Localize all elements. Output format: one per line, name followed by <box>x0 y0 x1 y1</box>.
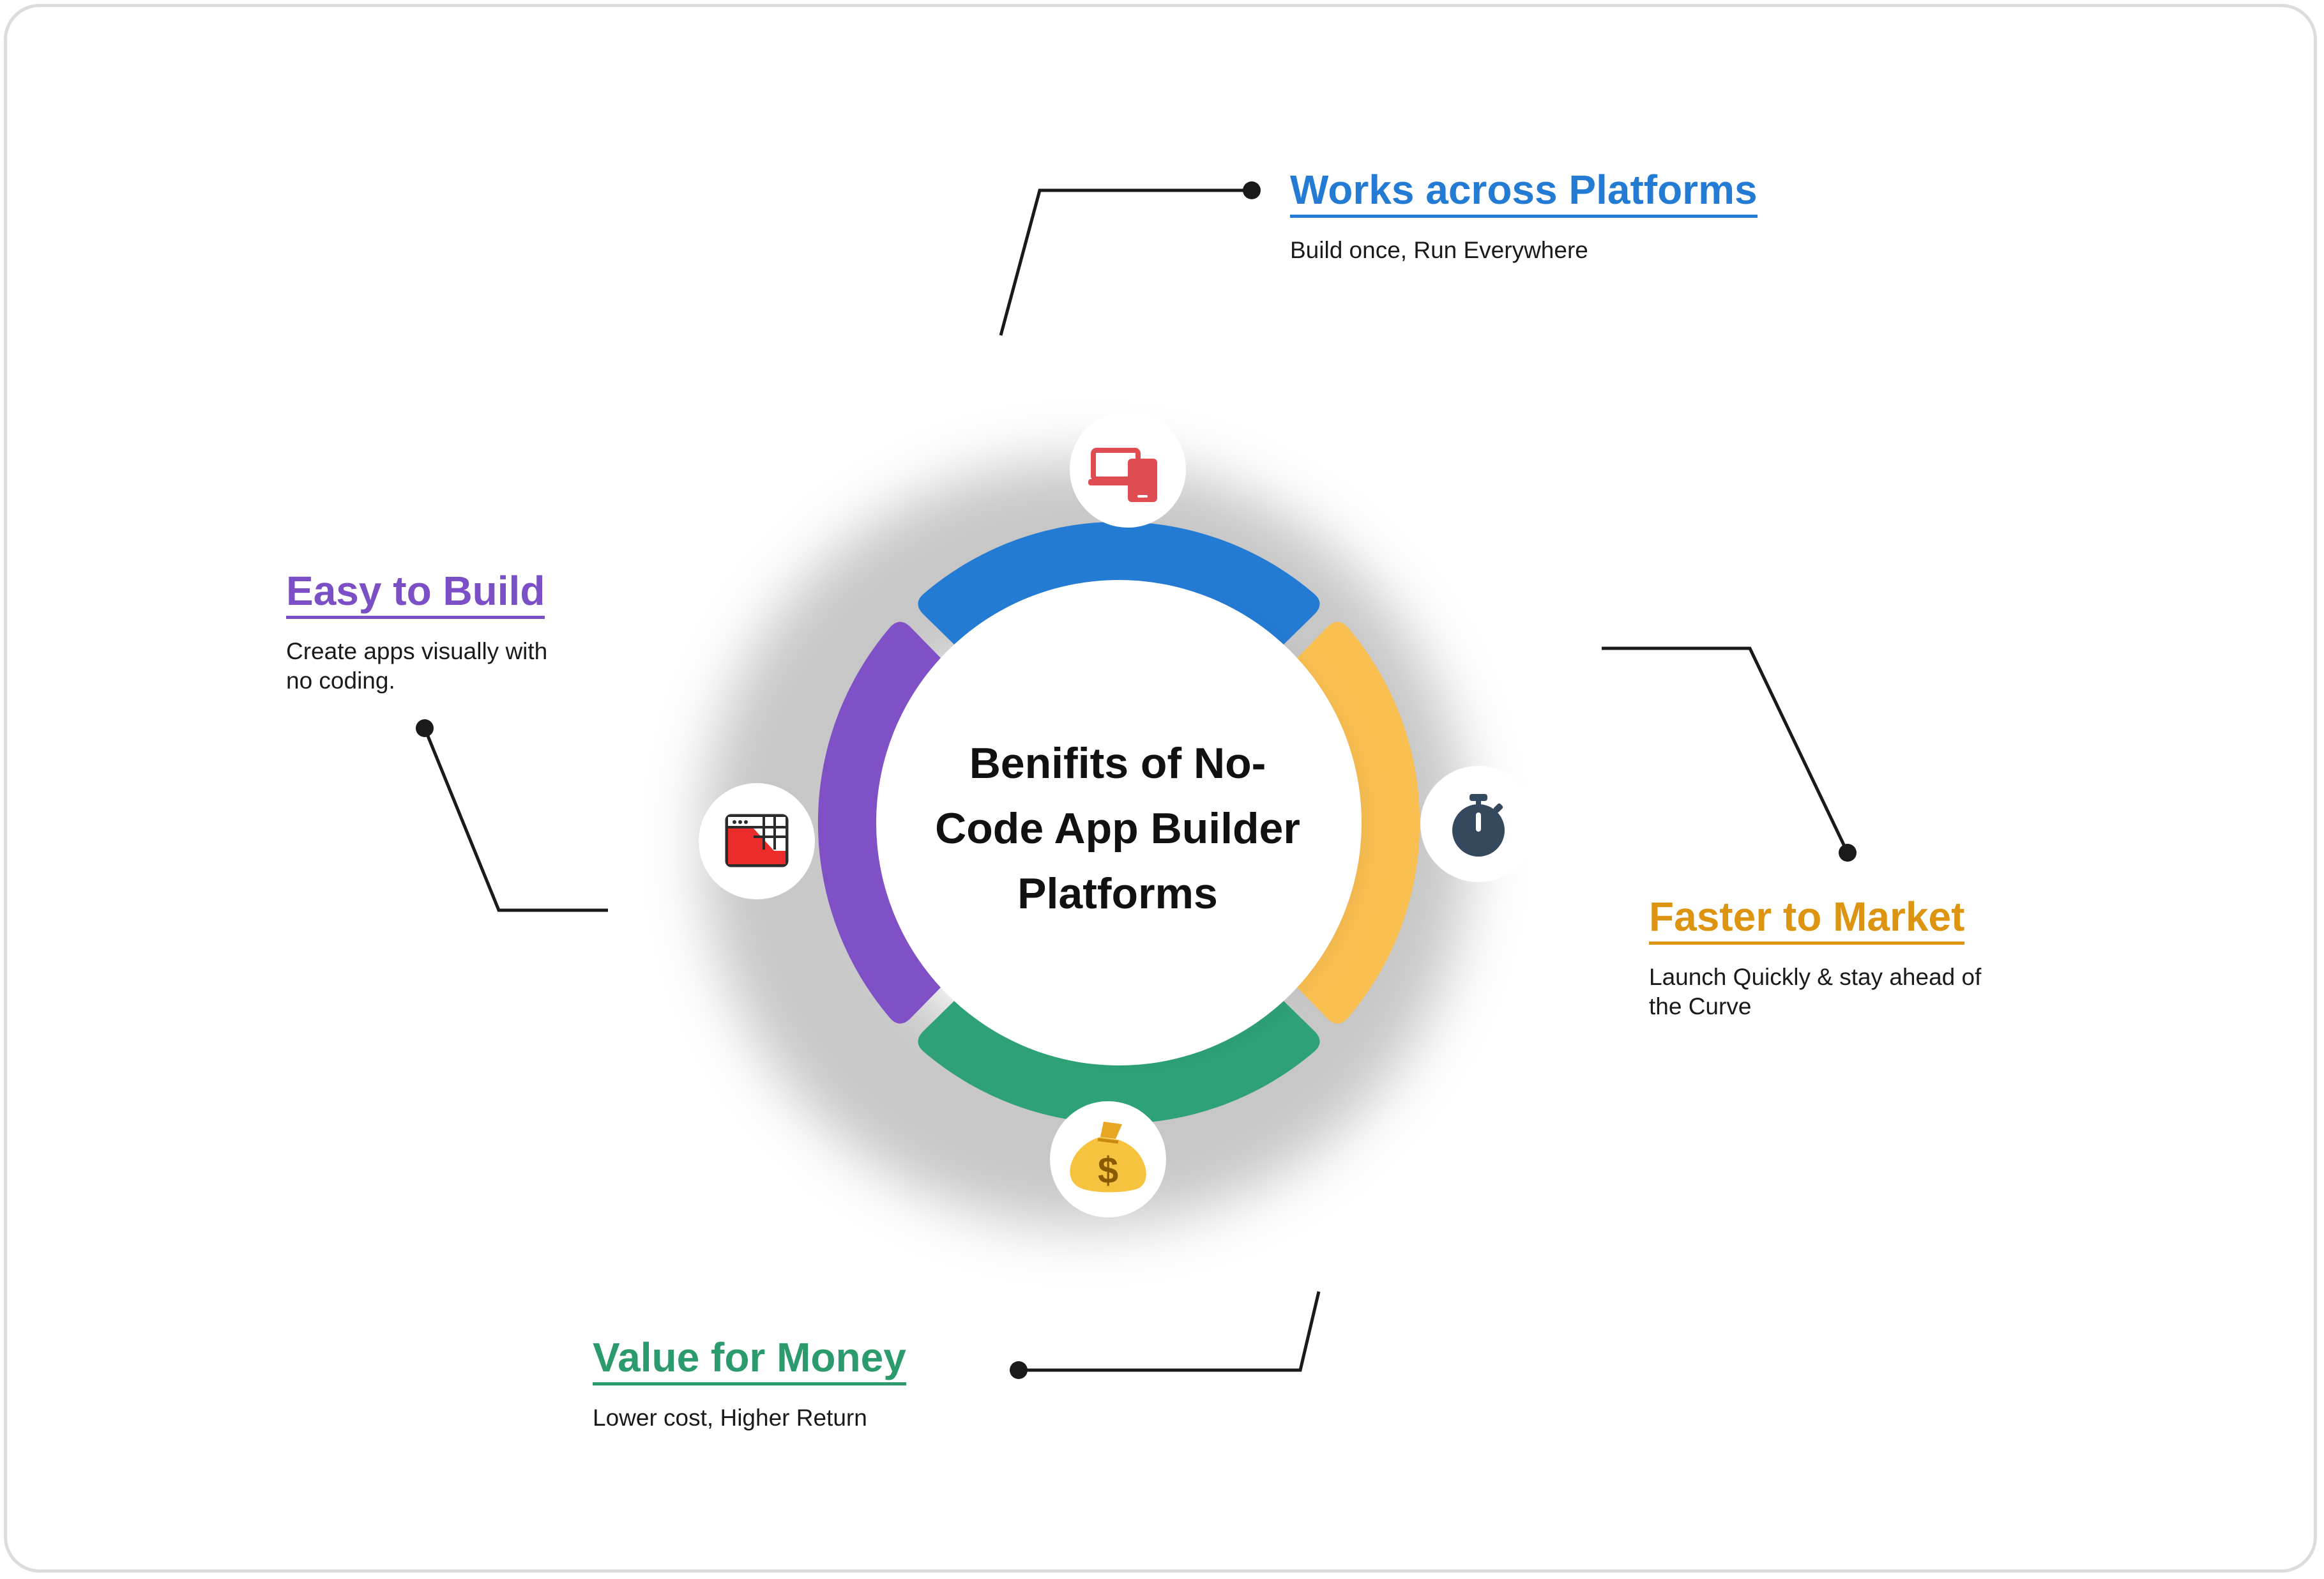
connector-market <box>1602 646 1849 854</box>
callout-desc-platforms: Build once, Run Everywhere <box>1290 237 1588 264</box>
connector-dot-market <box>1839 844 1857 862</box>
connector-platforms <box>999 188 1252 336</box>
callout-money: Value for Money Lower cost, Higher Retur… <box>593 1335 906 1433</box>
connector-build <box>423 728 608 912</box>
svg-text:$: $ <box>1098 1150 1118 1191</box>
callout-platforms: Works across Platforms Build once, Run E… <box>1290 167 1758 265</box>
callout-title-platforms: Works across Platforms <box>1290 167 1758 218</box>
laptop-tablet-icon <box>1088 448 1157 502</box>
connector-money <box>1019 1291 1321 1372</box>
callout-build: Easy to Build Create apps visually with … <box>286 568 547 695</box>
callout-title-money: Value for Money <box>593 1335 906 1386</box>
callout-title-build: Easy to Build <box>286 568 545 620</box>
callout-desc-build: Create apps visually with no coding. <box>286 638 548 694</box>
center-circle <box>876 580 1362 1065</box>
connector-dot-platforms <box>1243 181 1261 199</box>
callout-title-market: Faster to Market <box>1649 894 1965 945</box>
center-title: Benifits of No- Code App Builder Platfor… <box>935 739 1300 918</box>
callout-desc-money: Lower cost, Higher Return <box>593 1405 867 1431</box>
connector-dot-money <box>1010 1361 1028 1379</box>
browser-grid-icon <box>725 814 789 867</box>
callout-desc-market: Launch Quickly & stay ahead of the Curve <box>1649 964 1982 1019</box>
stopwatch-icon <box>1452 794 1505 857</box>
money-bag-icon: $ <box>1070 1122 1146 1193</box>
connector-dot-build <box>416 719 434 737</box>
callout-market: Faster to Market Launch Quickly & stay a… <box>1649 894 1981 1021</box>
